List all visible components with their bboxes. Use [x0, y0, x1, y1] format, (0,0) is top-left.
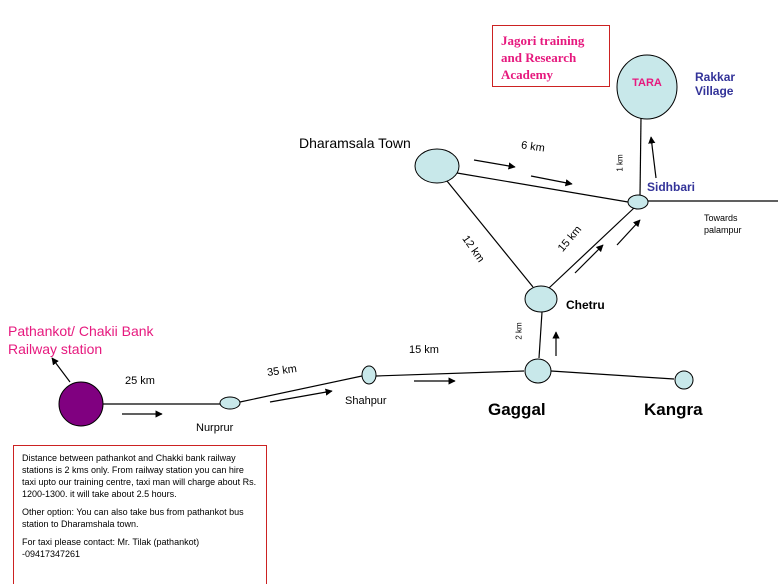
travel-info-box: Distance between pathankot and Chakki ba…: [13, 445, 267, 584]
road-sidhbari-tara: [639, 117, 642, 197]
gaggal-node: [524, 358, 552, 384]
arrow-dharamsala-sidhbari-1: [473, 159, 516, 170]
arrow-chetru-sidhbari-upper: [616, 219, 641, 246]
road-dharamsala-sidhbari: [456, 172, 629, 203]
shahpur-label: Shahpur: [345, 395, 387, 407]
shahpur-node: [361, 365, 377, 385]
road-chetru-dharamsala: [446, 180, 534, 288]
chetru-label: Chetru: [566, 298, 605, 312]
distance-label: 15 km: [409, 344, 439, 356]
sidhbari-label: Sidhbari: [647, 180, 696, 194]
dharamsala-label: Dharamsala Town: [299, 135, 411, 151]
nurprur-label: Nurprur: [196, 422, 234, 434]
arrow-nurprur-shahpur: [269, 388, 333, 403]
kangra-node: [674, 370, 694, 390]
road-chetru-sidhbari: [548, 207, 635, 289]
pathankot-node: [58, 381, 104, 427]
tara-node: [616, 54, 678, 120]
nurprur-node: [219, 396, 241, 410]
tara-label: TARA: [632, 77, 662, 89]
jagori-line: Academy: [501, 67, 553, 82]
distance-label: 1 km: [615, 154, 625, 172]
jagori-line: and Research: [501, 50, 577, 65]
info-paragraph: For taxi please contact: Mr. Tilak (path…: [22, 537, 200, 559]
chetru-node: [524, 285, 558, 313]
info-paragraph: Distance between pathankot and Chakki ba…: [22, 453, 257, 499]
jagori-line: Jagori training: [501, 33, 585, 48]
sidhbari-node: [627, 194, 649, 210]
pathankot-label: Pathankot/ Chakii Bank Railway station: [8, 323, 154, 357]
arrow-dharamsala-sidhbari-2: [530, 175, 573, 187]
jagori-academy-box: Jagori training and Research Academy: [492, 25, 610, 87]
info-paragraph: Other option: You can also take bus from…: [22, 507, 244, 529]
road-gaggal-chetru: [538, 311, 543, 359]
arrow-chetru-sidhbari-lower: [574, 244, 604, 274]
dharamsala-node: [414, 148, 460, 184]
arrow-to-pathankot-label: [51, 357, 71, 383]
kangra-label: Kangra: [644, 400, 703, 419]
distance-label: 25 km: [125, 375, 155, 387]
rakkar-label: Rakkar Village: [695, 70, 736, 98]
palampur-label: Towards palampur: [704, 213, 742, 235]
road-gaggal-kangra: [550, 370, 675, 380]
arrow-sidhbari-tara: [648, 136, 657, 179]
gaggal-label: Gaggal: [488, 400, 546, 419]
road-nurprur-shahpur: [239, 375, 363, 403]
distance-label: 2 km: [514, 322, 524, 340]
road-shahpur-gaggal: [375, 370, 525, 377]
